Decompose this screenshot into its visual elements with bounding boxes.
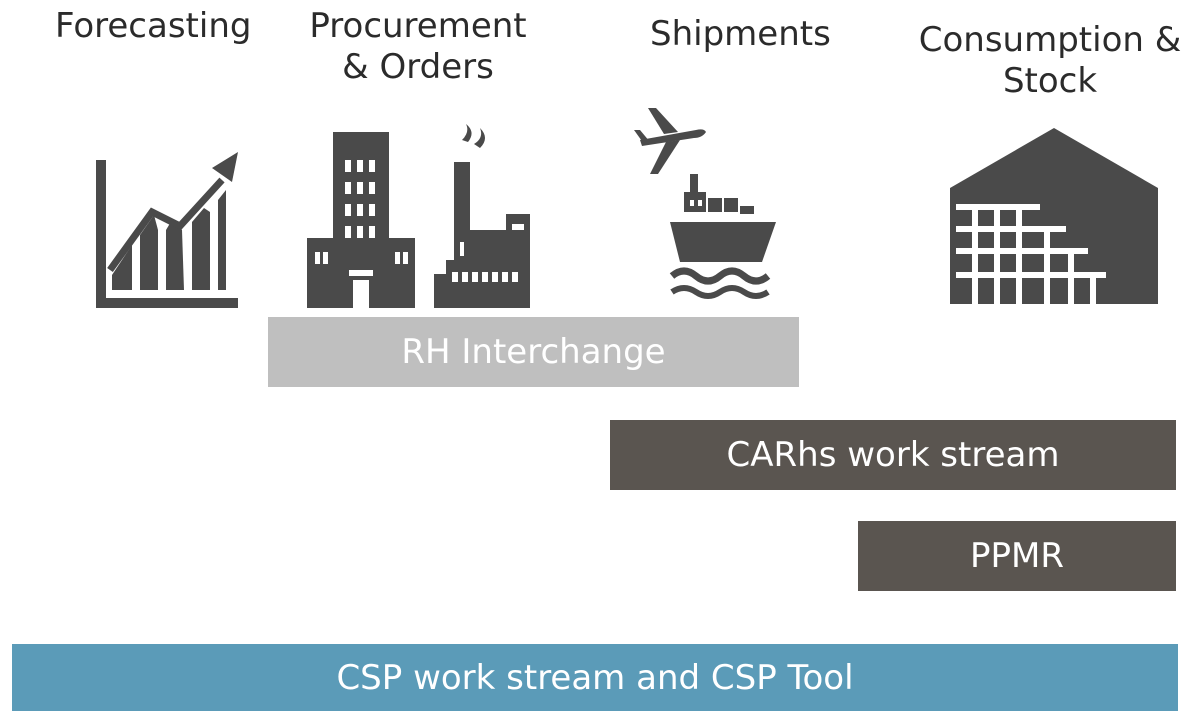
growth-chart-icon bbox=[96, 152, 238, 308]
factory-icon bbox=[434, 124, 530, 308]
stage-label-consumption: Consumption & Stock bbox=[900, 20, 1200, 102]
stage-label-consumption-line1: Consumption & bbox=[918, 20, 1182, 60]
stage-label-procurement: Procurement & Orders bbox=[288, 6, 548, 88]
csp-work-stream-bar: CSP work stream and CSP Tool bbox=[12, 644, 1178, 711]
csp-work-stream-label: CSP work stream and CSP Tool bbox=[336, 657, 854, 698]
stage-label-procurement-line2: & Orders bbox=[342, 46, 494, 87]
carhs-work-stream-bar: CARhs work stream bbox=[610, 420, 1176, 490]
ppmr-label: PPMR bbox=[970, 536, 1064, 576]
airplane-icon bbox=[634, 108, 706, 174]
stage-label-forecasting: Forecasting bbox=[55, 6, 252, 46]
warehouse-icon bbox=[950, 128, 1158, 304]
cargo-ship-icon bbox=[669, 174, 776, 299]
ppmr-bar: PPMR bbox=[858, 521, 1176, 591]
carhs-work-stream-label: CARhs work stream bbox=[726, 435, 1060, 475]
stage-label-shipments: Shipments bbox=[650, 14, 831, 54]
stage-label-procurement-line1: Procurement bbox=[309, 6, 527, 46]
rh-interchange-label: RH Interchange bbox=[401, 332, 666, 372]
stage-label-consumption-line2: Stock bbox=[1002, 60, 1098, 101]
rh-interchange-bar: RH Interchange bbox=[268, 317, 799, 387]
office-building-icon bbox=[307, 132, 415, 308]
